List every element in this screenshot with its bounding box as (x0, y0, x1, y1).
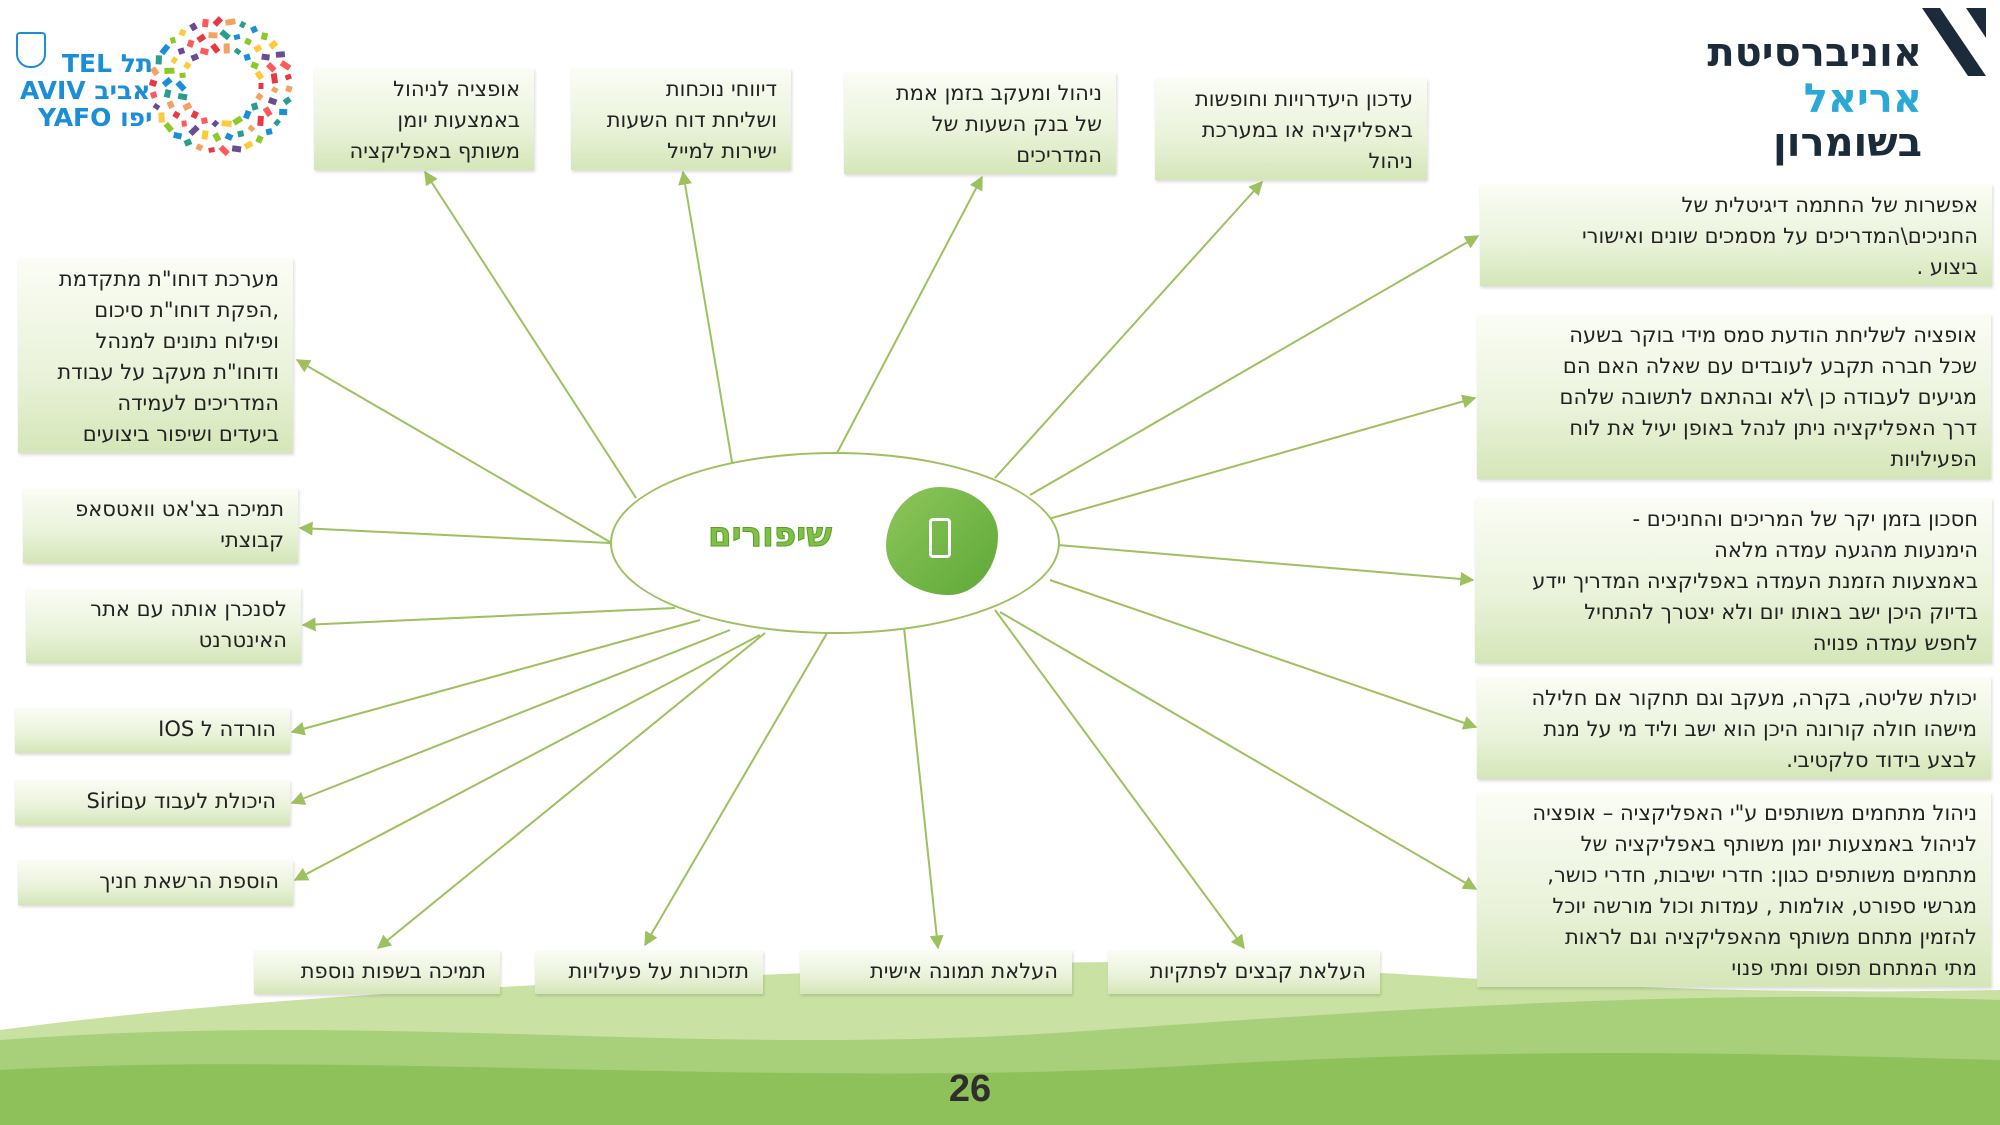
improvement-box-top-1: אופציה לניהול באמצעות יומן משותף באפליקצ… (314, 68, 534, 170)
center-node-label: שיפורים (708, 515, 833, 556)
improvement-text: דיווחי נוכחות ושליחת דוח השעות ישירות למ… (606, 77, 777, 163)
phone-badge (886, 487, 998, 595)
improvement-box-bottom-2: העלאת תמונה אישית (800, 950, 1072, 994)
improvement-text: אפשרות של החתמה דיגיטלית של החניכים\המדר… (1581, 193, 1978, 279)
connector-arrow-right-1 (1029, 235, 1480, 496)
improvement-text: הורדה ל IOS (158, 717, 276, 741)
improvement-box-right-4: יכולת שליטה, בקרה, מעקב וגם תחקור אם חלי… (1477, 677, 1991, 779)
improvement-box-left-4: הורדה ל IOS (15, 708, 290, 753)
improvement-box-top-2: דיווחי נוכחות ושליחת דוח השעות ישירות למ… (571, 68, 791, 170)
improvement-text: אופציה לשליחת הודעת סמס מידי בוקר בשעה ש… (1559, 323, 1977, 471)
ariel-logo-line-3: בשומרון (1773, 120, 1922, 166)
connector-arrow-left-2 (298, 521, 611, 544)
improvement-text: עדכון היעדרויות וחופשות באפליקציה או במע… (1194, 87, 1413, 173)
tel-aviv-logo-line-1: TEL תל (62, 49, 153, 78)
improvement-text: העלאת תמונה אישית (869, 959, 1058, 983)
improvement-box-bottom-1: העלאת קבצים לפתקיות (1108, 950, 1380, 994)
connector-arrow-left-5 (290, 629, 731, 805)
improvement-box-right-1: אפשרות של החתמה דיגיטלית של החניכים\המדר… (1480, 184, 1992, 286)
improvement-text: תמיכה בצ'אט וואטסאפ קבוצתי (75, 497, 284, 552)
improvement-box-left-1: מערכת דוחו"ת מתקדמת ,הפקת דוחו"ת סיכום ו… (18, 258, 293, 453)
connector-arrow-left-4 (290, 619, 701, 736)
tel-aviv-yafo-logo: TEL תל AVIV אביב YAFO יפו (6, 4, 306, 169)
connector-arrow-left-1 (295, 359, 611, 543)
improvement-box-left-6: הוספת הרשאת חניך (18, 860, 293, 905)
connector-arrow-bottom-2 (902, 617, 944, 950)
ariel-logo-mark-icon (1922, 8, 1986, 76)
improvement-box-left-3: לסנכרן אותה עם אתר האינטרנט (26, 588, 301, 663)
smartphone-icon (929, 518, 951, 558)
tel-aviv-seal-icon (16, 32, 46, 68)
improvement-box-bottom-3: תזכורות על פעילויות (535, 950, 763, 994)
improvement-box-right-5: ניהול מתחמים משותפים ע"י האפליקציה – אופ… (1477, 792, 1991, 987)
connector-arrow-right-3 (1057, 544, 1475, 586)
tel-aviv-confetti-ring-icon (148, 16, 293, 157)
improvement-box-top-4: עדכון היעדרויות וחופשות באפליקציה או במע… (1155, 78, 1427, 180)
improvement-text: מערכת דוחו"ת מתקדמת ,הפקת דוחו"ת סיכום ו… (57, 267, 279, 446)
connector-arrow-bottom-3 (644, 627, 831, 947)
connector-arrow-right-4 (1049, 579, 1478, 730)
connector-arrow-top-2 (678, 170, 734, 469)
connector-arrow-bottom-4 (376, 632, 766, 949)
improvement-text: תזכורות על פעילויות (568, 959, 749, 983)
connector-lines (290, 170, 1480, 950)
background-hills (0, 962, 2000, 1125)
improvement-box-bottom-4: תמיכה בשפות נוספת (254, 950, 500, 994)
connector-arrow-top-4 (994, 180, 1263, 479)
improvement-text: תמיכה בשפות נוספת (300, 959, 486, 983)
improvement-box-top-3: ניהול ומעקב בזמן אמת של בנק השעות של המד… (844, 72, 1116, 174)
improvement-text: חסכון בזמן יקר של המריכים והחניכים - הימ… (1532, 507, 1978, 655)
ariel-logo-line-2: אריאל (1803, 76, 1922, 122)
tel-aviv-logo-line-2: AVIV אביב (20, 76, 151, 105)
improvement-box-right-2: אופציה לשליחת הודעת סמס מידי בוקר בשעה ש… (1477, 314, 1991, 479)
improvement-text: יכולת שליטה, בקרה, מעקב וגם תחקור אם חלי… (1531, 686, 1977, 772)
improvement-box-left-2: תמיכה בצ'אט וואטסאפ קבוצתי (23, 488, 298, 563)
improvement-text: אופציה לניהול באמצעות יומן משותף באפליקצ… (349, 77, 520, 163)
connector-arrow-left-3 (301, 607, 676, 632)
tel-aviv-logo-line-3: YAFO יפו (38, 103, 153, 132)
connector-arrow-top-3 (835, 175, 983, 456)
improvement-text: ניהול ומעקב בזמן אמת של בנק השעות של המד… (895, 81, 1102, 167)
improvement-text: היכולת לעבוד עםSiri (86, 789, 276, 813)
tel-aviv-logo-text: TEL תל AVIV אביב YAFO יפו (20, 50, 153, 131)
connector-arrow-right-2 (1044, 394, 1477, 521)
page-number: 26 (948, 1068, 992, 1110)
improvement-box-left-5: היכולת לעבוד עםSiri (15, 780, 290, 825)
improvement-box-right-3: חסכון בזמן יקר של המריכים והחניכים - הימ… (1475, 498, 1992, 663)
improvement-text: לסנכרן אותה עם אתר האינטרנט (90, 597, 287, 652)
improvement-text: הוספת הרשאת חניך (99, 869, 279, 893)
improvement-text: ניהול מתחמים משותפים ע"י האפליקציה – אופ… (1532, 801, 1977, 980)
improvement-text: העלאת קבצים לפתקיות (1149, 959, 1366, 983)
connector-arrow-bottom-1 (994, 609, 1245, 950)
connector-arrow-right-5 (999, 611, 1478, 890)
ariel-logo-line-1: אוניברסיטת (1707, 30, 1922, 76)
connector-arrow-top-1 (424, 170, 637, 499)
ariel-university-logo: אוניברסיטת אריאל בשומרון (1700, 4, 1998, 166)
connector-arrow-left-6 (293, 634, 761, 881)
